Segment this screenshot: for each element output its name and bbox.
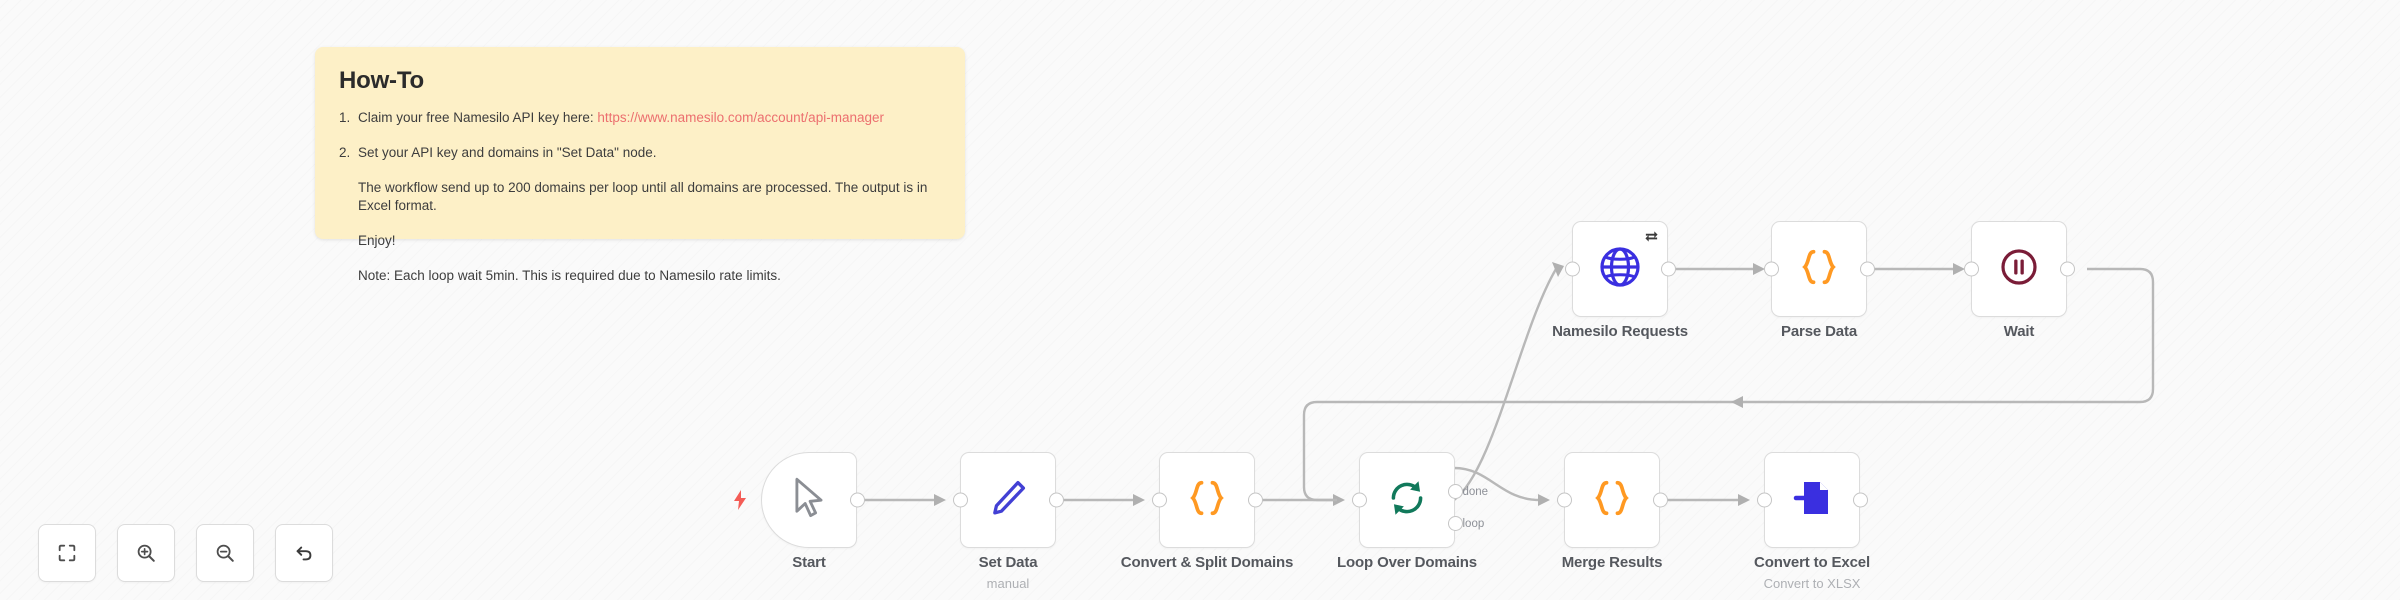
node-set-data-sublabel: manual (986, 576, 1030, 591)
node-set-data-output-port[interactable] (1048, 492, 1064, 508)
node-start[interactable]: Start (734, 452, 865, 571)
node-merge-results-label: Merge Results (1561, 554, 1663, 571)
node-namesilo-requests[interactable]: Namesilo Requests (1552, 221, 1688, 340)
list-item: 2. Set your API key and domains in "Set … (339, 144, 941, 162)
loop-refresh-icon (1384, 475, 1430, 526)
node-loop-over-domains-input-port[interactable] (1351, 492, 1367, 508)
node-loop-over-domains-box[interactable]: done loop (1351, 452, 1488, 548)
zoom-to-fit-button[interactable] (38, 524, 96, 582)
file-export-icon (1790, 476, 1834, 525)
node-parse-data-output-port[interactable] (1859, 261, 1875, 277)
lightning-bolt-icon (731, 489, 749, 511)
sticky-note-title: How-To (339, 67, 424, 94)
reset-zoom-button[interactable] (275, 524, 333, 582)
node-convert-split-domains-label: Convert & Split Domains (1120, 554, 1294, 571)
node-start-label: Start (792, 554, 826, 571)
node-convert-to-excel-input-port[interactable] (1756, 492, 1772, 508)
namesilo-api-link[interactable]: https://www.namesilo.com/account/api-man… (597, 110, 884, 125)
node-wait-label: Wait (2003, 323, 2035, 340)
globe-icon (1596, 243, 1644, 296)
node-convert-to-excel-label: Convert to Excel (1754, 554, 1870, 571)
node-namesilo-requests-output-port[interactable] (1660, 261, 1676, 277)
node-merge-results-output-port[interactable] (1652, 492, 1668, 508)
pencil-icon (986, 476, 1030, 525)
list-item-number: 1. (339, 110, 351, 125)
node-parse-data-input-port[interactable] (1763, 261, 1779, 277)
code-braces-icon (1588, 474, 1636, 527)
zoom-out-button[interactable] (196, 524, 254, 582)
node-merge-results-box[interactable] (1556, 452, 1668, 548)
node-merge-results-input-port[interactable] (1556, 492, 1572, 508)
node-namesilo-requests-box[interactable] (1564, 221, 1676, 317)
sticky-note-list: 1. Claim your free Namesilo API key here… (339, 109, 941, 162)
sticky-note-paragraph-note: Note: Each loop wait 5min. This is requi… (358, 267, 781, 283)
node-parse-data-box[interactable] (1763, 221, 1875, 317)
node-parse-data-label: Parse Data (1780, 323, 1858, 340)
node-wait-output-port[interactable] (2059, 261, 2075, 277)
pause-circle-icon (1997, 245, 2041, 294)
node-start-box[interactable] (734, 452, 865, 548)
node-namesilo-requests-input-port[interactable] (1564, 261, 1580, 277)
list-item-number: 2. (339, 144, 351, 160)
node-loop-over-domains[interactable]: done loop Loop Over Domains (1337, 452, 1488, 571)
node-convert-to-excel-sublabel: Convert to XLSX (1763, 576, 1861, 591)
list-item-text: Set your API key and domains in "Set Dat… (358, 144, 657, 160)
node-convert-to-excel-output-port[interactable] (1852, 492, 1868, 508)
canvas-controls (38, 524, 333, 582)
node-wait[interactable]: Wait (1963, 221, 2075, 340)
node-namesilo-requests-label: Namesilo Requests (1552, 323, 1688, 340)
node-start-output-port[interactable] (849, 492, 865, 508)
output-label-done: done (1462, 486, 1489, 498)
node-wait-input-port[interactable] (1963, 261, 1979, 277)
node-set-data-input-port[interactable] (952, 492, 968, 508)
code-braces-icon (1795, 243, 1843, 296)
sticky-note-paragraph-enjoy: Enjoy! (358, 232, 396, 248)
node-set-data[interactable]: Set Data manual (952, 452, 1064, 591)
node-loop-over-domains-output-done-port[interactable]: done (1447, 484, 1488, 499)
node-parse-data[interactable]: Parse Data (1763, 221, 1875, 340)
list-item: 1. Claim your free Namesilo API key here… (339, 109, 941, 127)
sticky-note-paragraph-workflow: The workflow send up to 200 domains per … (358, 179, 928, 213)
retry-badge-icon (1644, 229, 1659, 244)
output-label-loop: loop (1462, 518, 1485, 530)
node-set-data-label: Set Data (978, 554, 1038, 571)
cursor-pointer-icon (789, 476, 829, 525)
zoom-in-button[interactable] (117, 524, 175, 582)
node-convert-split-domains[interactable]: Convert & Split Domains (1121, 452, 1293, 571)
fit-screen-icon (56, 542, 78, 564)
zoom-in-icon (135, 542, 157, 564)
node-convert-to-excel-box[interactable] (1756, 452, 1868, 548)
zoom-out-icon (214, 542, 236, 564)
node-convert-split-domains-box[interactable] (1151, 452, 1263, 548)
node-convert-to-excel[interactable]: Convert to Excel Convert to XLSX (1754, 452, 1870, 591)
node-loop-over-domains-output-loop-port[interactable]: loop (1447, 516, 1484, 531)
node-convert-split-domains-output-port[interactable] (1247, 492, 1263, 508)
code-braces-icon (1183, 474, 1231, 527)
node-loop-over-domains-label: Loop Over Domains (1337, 554, 1477, 571)
node-merge-results[interactable]: Merge Results (1556, 452, 1668, 571)
node-wait-box[interactable] (1963, 221, 2075, 317)
undo-arrow-icon (293, 542, 315, 564)
list-item-text: Claim your free Namesilo API key here: (358, 110, 598, 125)
node-convert-split-domains-input-port[interactable] (1151, 492, 1167, 508)
node-set-data-box[interactable] (952, 452, 1064, 548)
sticky-note[interactable]: How-To 1. Claim your free Namesilo API k… (315, 47, 965, 283)
